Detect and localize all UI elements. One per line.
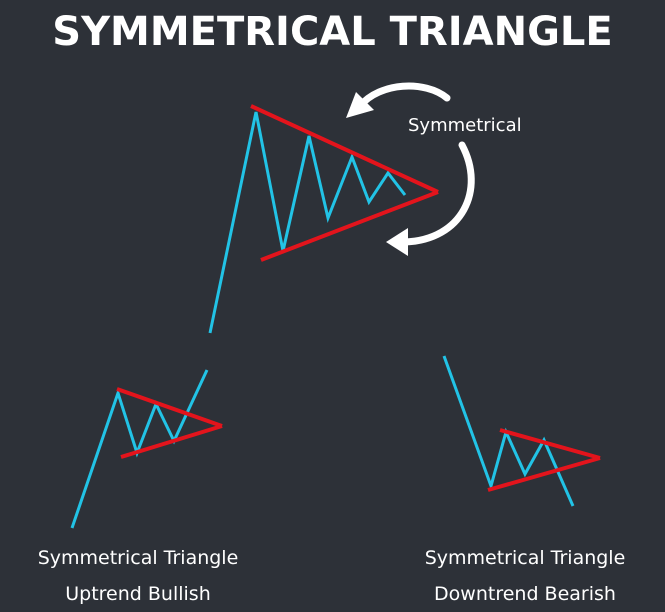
uptrend-price-line — [70, 369, 209, 529]
curved-arrow-top-icon — [356, 82, 451, 110]
arrowhead-top-icon — [346, 92, 374, 118]
downtrend-caption-line-2: Downtrend Bearish — [434, 583, 616, 605]
main-price-line — [208, 111, 407, 334]
downtrend-caption-line-1: Symmetrical Triangle — [424, 547, 626, 569]
main-pattern — [208, 104, 439, 334]
curved-arrow-bottom-icon — [401, 141, 475, 246]
downtrend-caption: Symmetrical Triangle Downtrend Bearish — [405, 540, 645, 612]
arrowhead-bottom-icon — [386, 228, 408, 256]
uptrend-upper-trendline — [116, 387, 223, 428]
main-upper-trendline — [250, 104, 439, 194]
symmetry-arrows: Symmetrical — [346, 82, 522, 256]
main-lower-trendline — [260, 190, 439, 262]
downtrend-pattern — [442, 355, 601, 507]
uptrend-lower-trendline — [120, 424, 223, 459]
uptrend-caption: Symmetrical Triangle Uptrend Bullish — [18, 540, 258, 612]
downtrend-upper-trendline — [499, 428, 601, 460]
uptrend-caption-line-2: Uptrend Bullish — [65, 583, 211, 605]
uptrend-pattern — [70, 369, 223, 529]
downtrend-price-line — [442, 355, 575, 507]
symmetrical-label: Symmetrical — [408, 115, 522, 136]
page-title: SYMMETRICAL TRIANGLE — [52, 9, 613, 55]
downtrend-lower-trendline — [487, 456, 601, 492]
uptrend-caption-line-1: Symmetrical Triangle — [37, 547, 239, 569]
